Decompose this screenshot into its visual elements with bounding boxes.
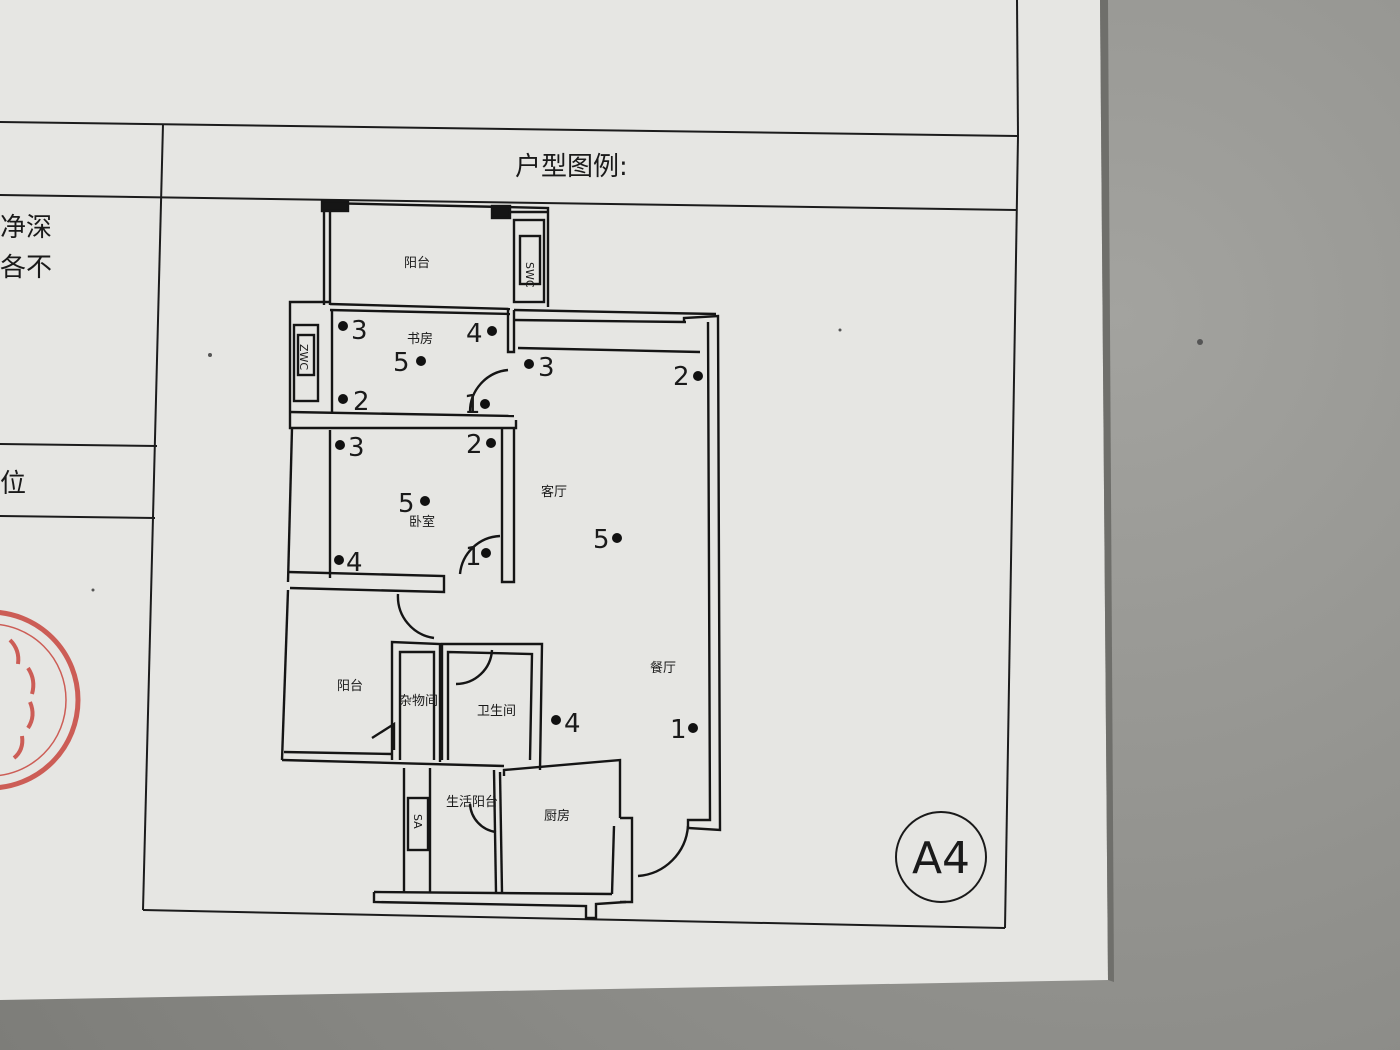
washer-label-bottom: SA [411,814,424,829]
marker-study-2: 2 [353,387,370,417]
paper-edge-top [1016,0,1019,137]
marker-living-3: 3 [538,353,555,383]
red-stamp [0,610,81,790]
marker-study-1: 1 [464,390,481,420]
marker-study-4: 4 [466,319,483,349]
marker-bedroom-1: 1 [465,542,482,572]
room-service-balcony: 生活阳台 [446,795,498,810]
room-bathroom: 卫生间 [477,704,516,719]
room-living: 客厅 [541,484,567,500]
marker-living-2: 2 [673,362,690,392]
unit-badge-circle [895,811,987,903]
room-dining: 餐厅 [650,660,676,676]
room-storage: 杂物间 [399,694,438,709]
left-column-text-3: 位 [0,469,26,499]
room-balcony-top: 阳台 [404,256,430,271]
marker-dining-4: 4 [564,709,581,739]
paper-specks [91,328,1203,592]
paper-shadow [1100,0,1114,982]
left-column-text-1: 净深 [0,213,52,243]
marker-dining-1: 1 [670,715,687,745]
room-bedroom: 卧室 [409,514,435,530]
table-frame [0,121,1019,929]
legend-title: 户型图例: [515,152,628,182]
washer-label-top: SWC [523,262,536,288]
marker-bedroom-2: 2 [466,430,483,460]
room-balcony-left: 阳台 [337,679,363,694]
marker-dots [334,321,703,733]
marker-bedroom-5: 5 [398,489,415,519]
room-study: 书房 [407,331,433,347]
left-column-text-2: 各不 [0,253,52,283]
marker-bedroom-3: 3 [348,433,365,463]
marker-study-3: 3 [351,316,368,346]
floor-plan [280,199,722,920]
marker-study-5: 5 [393,348,410,378]
paper-sheet [0,0,1108,1000]
washer-label-study: ZWC [297,344,310,370]
marker-living-5: 5 [593,525,610,555]
unit-badge: A4 [912,833,970,884]
marker-bedroom-4: 4 [346,548,363,578]
room-kitchen: 厨房 [544,808,570,824]
